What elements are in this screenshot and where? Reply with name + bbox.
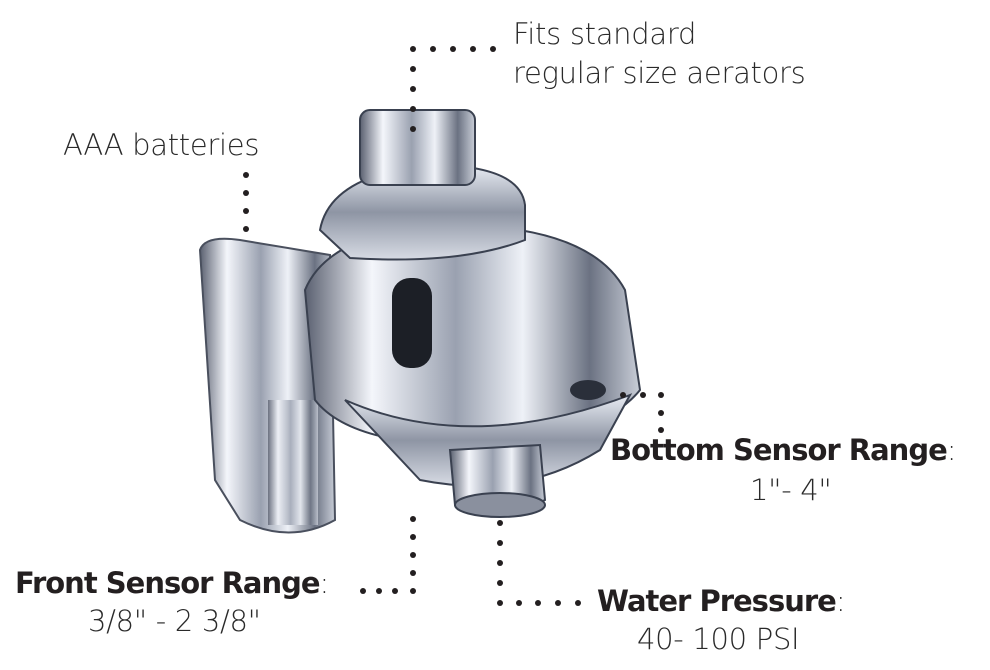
batteries-label: AAA batteries xyxy=(63,128,260,162)
water-pressure-title: Water Pressure xyxy=(597,584,837,618)
front-sensor-colon: : xyxy=(319,566,330,600)
front-sensor-title: Front Sensor Range xyxy=(15,566,321,600)
front-sensor-title-row: Front Sensor Range: xyxy=(15,566,329,600)
front-sensor-value: 3/8" - 2 3/8" xyxy=(88,604,261,638)
water-pressure-value: 40- 100 PSI xyxy=(637,622,800,656)
bottom-sensor-value: 1"- 4" xyxy=(750,473,832,507)
water-pressure-title-row: Water Pressure: xyxy=(597,584,846,618)
aerators-label-line1: Fits standard xyxy=(513,17,697,51)
aerators-label-line2: regular size aerators xyxy=(513,56,806,90)
bottom-sensor-title: Bottom Sensor Range xyxy=(610,433,948,467)
bottom-sensor-colon: : xyxy=(946,433,957,467)
water-pressure-colon: : xyxy=(835,584,846,618)
bottom-sensor-title-row: Bottom Sensor Range: xyxy=(610,433,957,467)
